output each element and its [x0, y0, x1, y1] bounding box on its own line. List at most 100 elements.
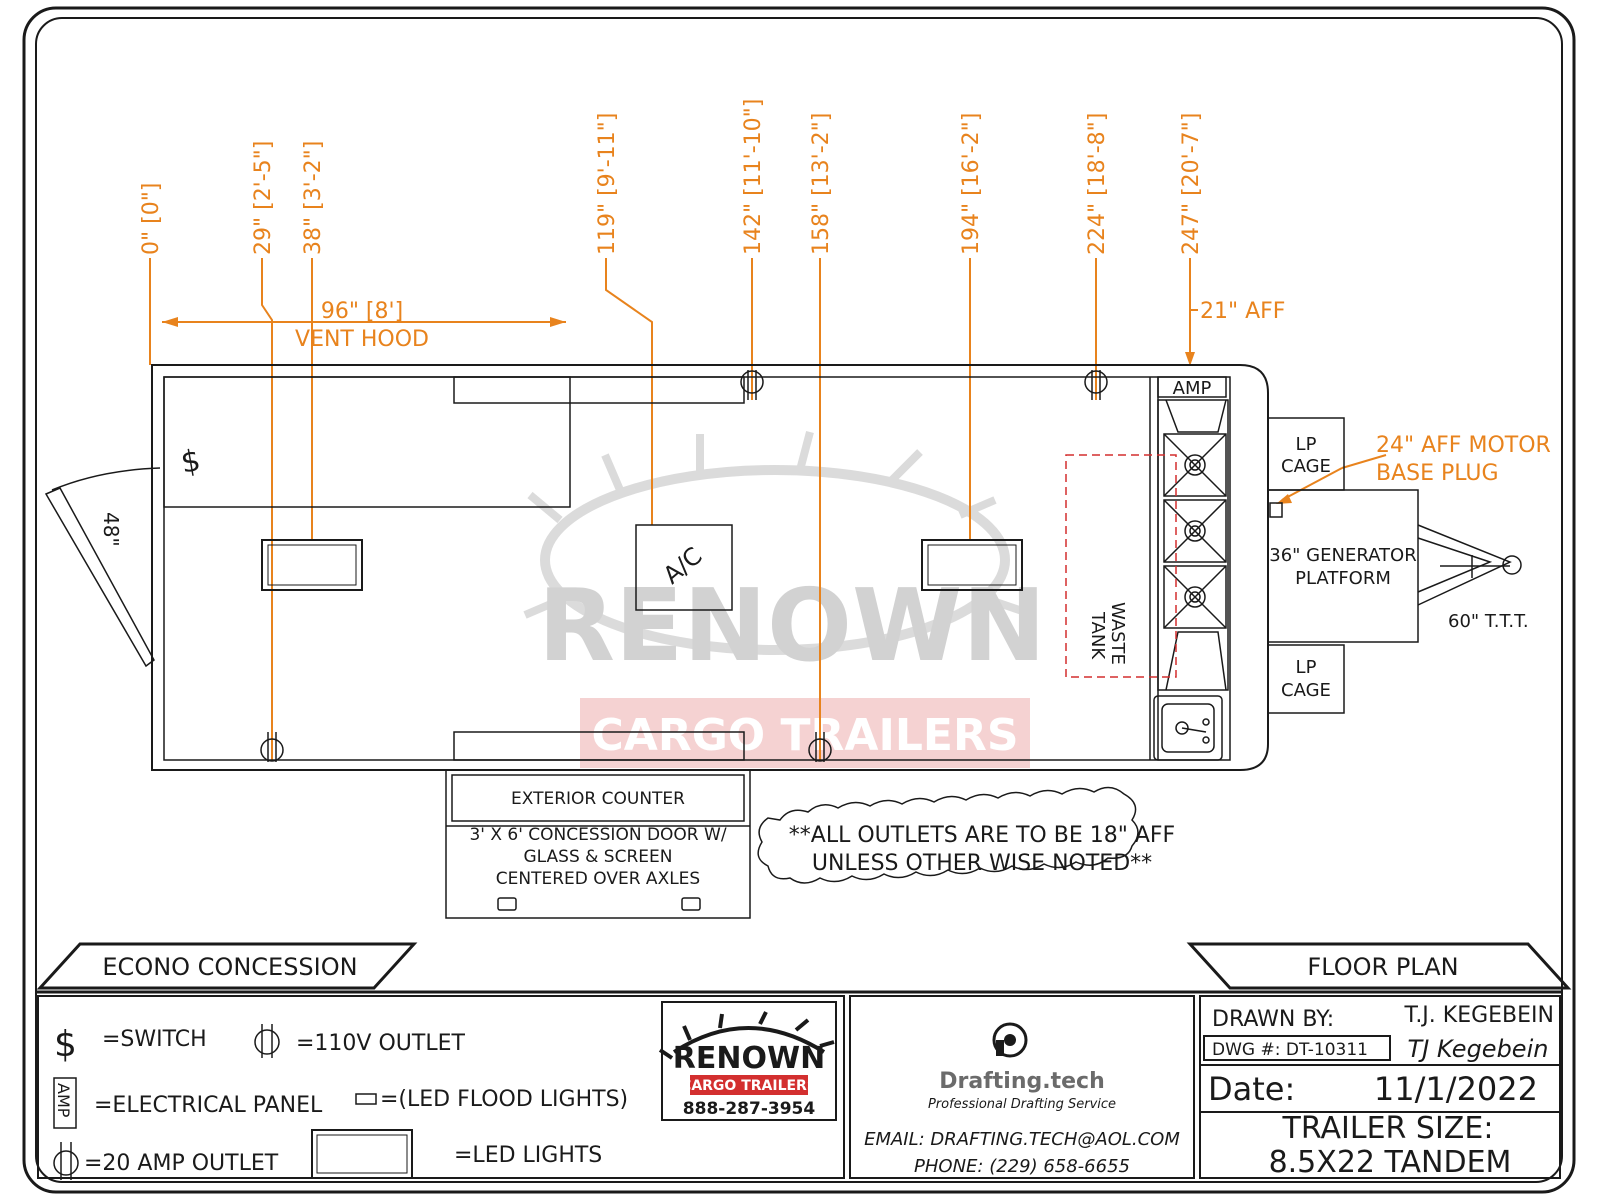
vent-arrow-right — [550, 317, 566, 327]
renown-logo-phone: 888-287-3954 — [683, 1099, 816, 1119]
outlet-20amp-1 — [740, 370, 764, 400]
signature: TJ Kegebein — [1408, 1035, 1549, 1063]
legend-20amp-outlet-icon — [53, 1142, 79, 1180]
outlets — [260, 370, 1108, 762]
dimension-tick-194: 194" [16'-2"] — [959, 113, 984, 255]
generator-line1: 36" GENERATOR — [1269, 545, 1416, 566]
trailer-tongue — [1417, 524, 1522, 606]
amp-arrow — [1185, 352, 1195, 366]
trailer-size-label: TRAILER SIZE: — [1282, 1111, 1494, 1146]
drafting-logo-icon — [992, 1022, 1028, 1058]
led-light-1 — [261, 539, 363, 591]
legend-panel — [37, 995, 845, 1179]
lp-cage-bottom — [1267, 644, 1345, 714]
amp-label: AMP — [1173, 378, 1212, 399]
led-lights — [261, 539, 1023, 591]
legend-110v-outlet-icon — [254, 1024, 280, 1058]
dimension-ticks: 0" [0"] 29" [2'-5"] 38" [3'-2"] 119" [9'… — [139, 99, 1204, 255]
drafting-panel — [849, 995, 1195, 1179]
door-width-label: 48" — [99, 512, 123, 547]
legend-panel-icon — [53, 1077, 77, 1129]
vent-hood-width: 96" [8'] — [321, 299, 403, 324]
waste-tank-line2: TANK — [1087, 611, 1108, 660]
led-light-2-inner — [927, 544, 1017, 586]
watermark-brand: RENOWN — [538, 567, 1046, 684]
generator-line2: PLATFORM — [1295, 568, 1391, 589]
trailer-size-value: 8.5X22 TANDEM — [1269, 1145, 1512, 1180]
vent-hood — [163, 376, 571, 508]
legend-panel-label: =ELECTRICAL PANEL — [94, 1093, 323, 1118]
outlet-20amp-3 — [260, 732, 284, 762]
dimension-tick-142: 142" [11'-10"] — [741, 99, 766, 255]
drafting-tagline: Professional Drafting Service — [928, 1097, 1116, 1112]
switch-symbol: $ — [178, 443, 203, 481]
legend-flood: =(LED FLOOD LIGHTS) — [380, 1087, 628, 1112]
renown-logo-frame — [661, 1001, 837, 1121]
dimension-tick-158: 158" [13'-2"] — [809, 113, 834, 255]
legend-110v: =110V OUTLET — [296, 1031, 465, 1056]
concession-door-line3: CENTERED OVER AXLES — [496, 869, 700, 889]
date-value: 11/1/2022 — [1374, 1070, 1538, 1108]
led-light-2 — [921, 539, 1023, 591]
dimension-tick-247: 247" [20'-7"] — [1179, 113, 1204, 255]
concession-door-line2: GLASS & SCREEN — [524, 847, 673, 867]
watermark-wreath — [540, 465, 1010, 655]
dwg-number: DWG #: DT-10311 — [1212, 1040, 1368, 1060]
outlet-note-line2: UNLESS OTHER WISE NOTED** — [812, 851, 1152, 876]
waste-tank — [1065, 454, 1177, 678]
legend-led: =LED LIGHTS — [454, 1143, 602, 1168]
tongue-label: 60" T.T.T. — [1448, 611, 1529, 632]
dimension-tick-224: 224" [18'-8"] — [1085, 113, 1110, 255]
legend-20amp: =20 AMP OUTLET — [84, 1151, 279, 1176]
renown-logo-wreath — [658, 1011, 835, 1060]
legend-switch: =SWITCH — [102, 1027, 207, 1052]
motor-plug-line2: BASE PLUG — [1376, 461, 1499, 486]
legend-led-icon-inner — [316, 1134, 408, 1174]
lp-top-line1: LP — [1296, 434, 1317, 455]
vent-hood-label: VENT HOOD — [295, 327, 429, 352]
outer-border — [22, 6, 1576, 1194]
drafting-phone: PHONE: (229) 658-6655 — [914, 1156, 1130, 1177]
legend-switch-icon: $ — [54, 1024, 77, 1065]
entry-door — [44, 467, 161, 684]
outlet-note-cloud — [757, 786, 1139, 884]
dimension-tick-29: 29" [2'-5"] — [251, 141, 276, 255]
vent-arrow-left — [162, 317, 178, 327]
drawn-by-name: T.J. KEGEBEIN — [1403, 1003, 1554, 1028]
drawn-by-label: DRAWN BY: — [1212, 1007, 1334, 1032]
titleblock-panel — [1199, 995, 1561, 1179]
title-left: ECONO CONCESSION — [102, 953, 357, 981]
dimension-tick-119: 119" [9'-11"] — [595, 113, 620, 255]
waste-tank-line1: WASTE — [1107, 602, 1128, 665]
fryer-line — [1157, 399, 1229, 691]
dimension-tick-0: 0" [0"] — [139, 183, 164, 255]
upper-counter — [453, 376, 745, 404]
legend-flood-icon — [355, 1093, 377, 1105]
title-tab-left — [36, 942, 418, 990]
renown-logo-brand: RENOWN — [673, 1041, 825, 1076]
amp-height-label: 21" AFF — [1200, 299, 1285, 324]
title-right: FLOOR PLAN — [1307, 953, 1458, 981]
renown-logo-sub: CARGO TRAILERS — [681, 1078, 817, 1094]
lp-generator — [1267, 417, 1419, 714]
watermark-band — [580, 698, 1030, 768]
legend-amp-symbol: AMP — [54, 1083, 73, 1118]
concession-door-line1: 3' X 6' CONCESSION DOOR W/ — [469, 825, 726, 845]
motor-plug-line1: 24" AFF MOTOR — [1376, 433, 1551, 458]
titleblock-grid — [1200, 1035, 1560, 1113]
electrical-panel — [1157, 376, 1227, 398]
watermark-sub: CARGO TRAILERS — [591, 710, 1018, 761]
hand-sink — [1153, 695, 1223, 761]
title-tab-right — [1186, 942, 1572, 990]
lp-bottom-line2: CAGE — [1281, 680, 1331, 701]
lower-counter — [453, 731, 745, 761]
exterior-counter-label: EXTERIOR COUNTER — [511, 789, 685, 809]
outlet-note-line1: **ALL OUTLETS ARE TO BE 18" AFF — [789, 823, 1175, 848]
inner-border — [35, 17, 1563, 1183]
led-light-1-inner — [267, 544, 357, 586]
generator-platform — [1267, 489, 1419, 643]
lp-bottom-line1: LP — [1296, 657, 1317, 678]
outlet-20amp-2 — [1084, 370, 1108, 400]
watermark: RENOWN CARGO TRAILERS — [523, 430, 1046, 768]
